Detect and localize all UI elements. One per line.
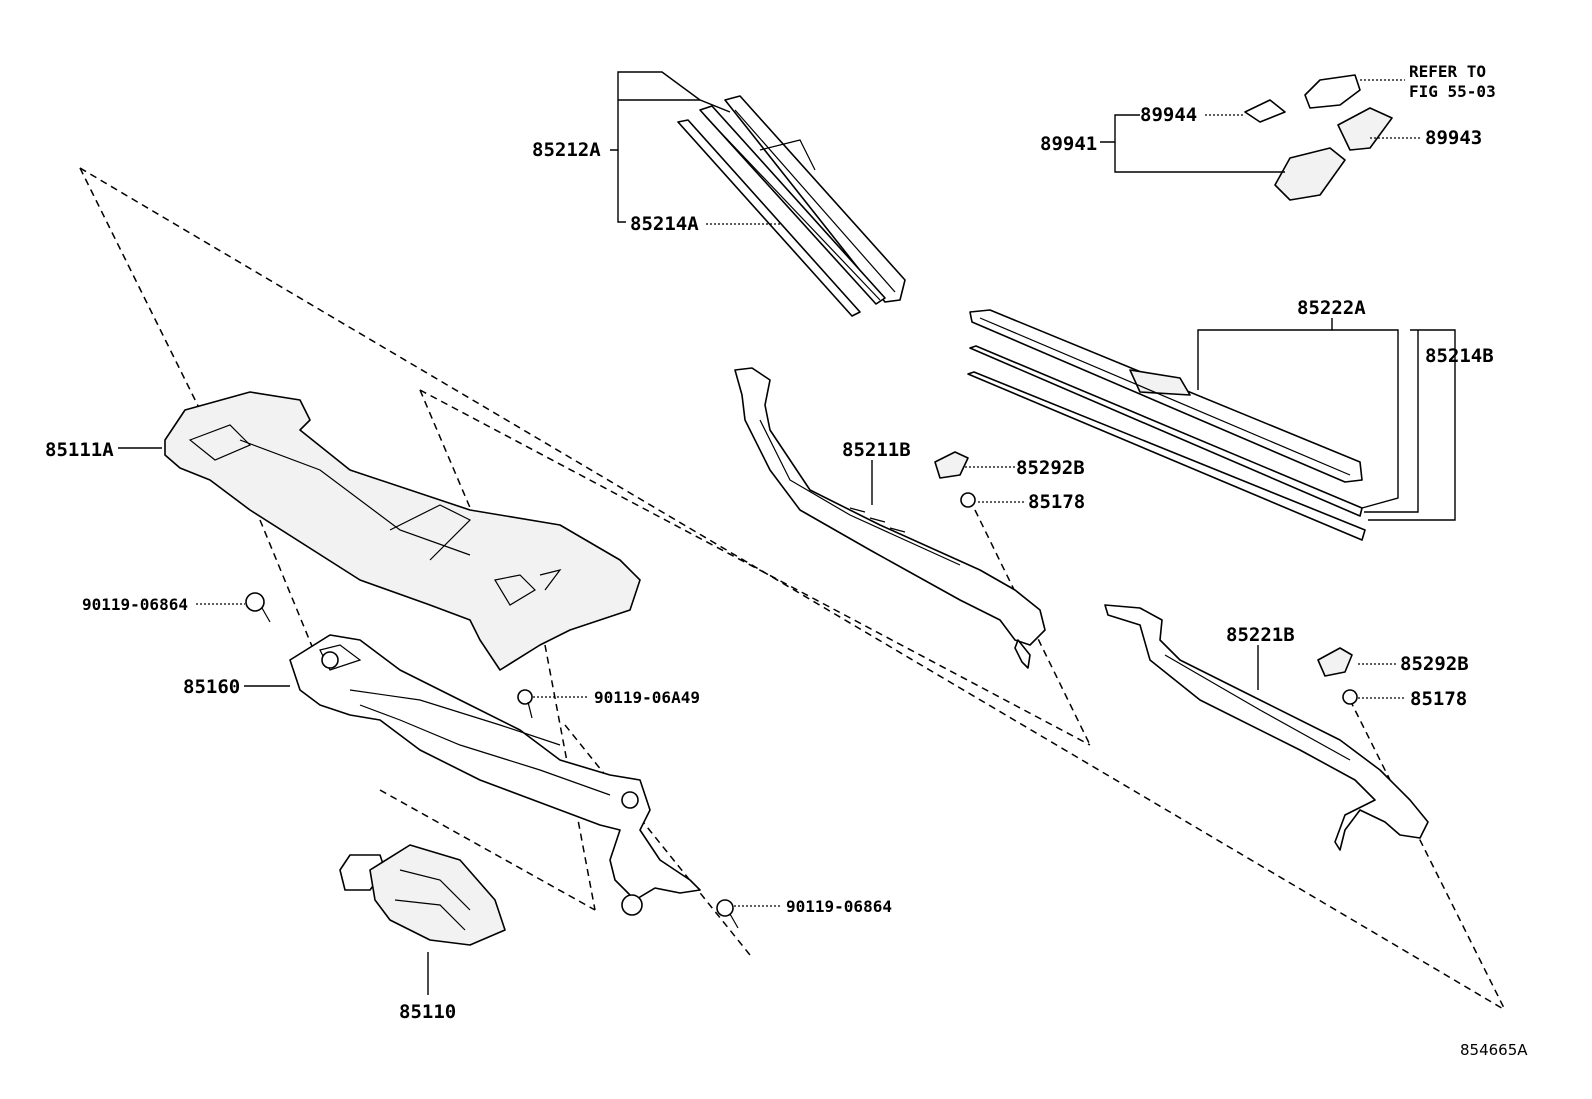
wiper-linkage-85160 xyxy=(289,634,701,916)
front-wiper-blade-85212A xyxy=(677,95,906,317)
bolt-90119-06864-2 xyxy=(716,899,734,917)
label-90119-06A49: 90119-06A49 xyxy=(594,688,700,707)
nut-85178-1 xyxy=(960,492,976,508)
small-parts xyxy=(245,74,1393,929)
alignment-lines xyxy=(79,167,1506,1011)
label-refer-to: REFER TO xyxy=(1409,62,1486,81)
cap-85292B-2 xyxy=(1317,647,1353,677)
label-85214B: 85214B xyxy=(1425,345,1494,367)
label-90119-06864-1: 90119-06864 xyxy=(82,595,188,614)
label-90119-06864-2: 90119-06864 xyxy=(786,897,892,916)
label-85110: 85110 xyxy=(399,1001,456,1023)
label-85292B-1: 85292B xyxy=(1016,457,1085,479)
passenger-wiper-arm-85221B xyxy=(1104,604,1429,851)
part-89943-shape xyxy=(1337,107,1393,151)
front-wiper-arm-85211B xyxy=(734,367,1046,669)
part-refer-shape xyxy=(1304,74,1361,109)
label-89943: 89943 xyxy=(1425,127,1482,149)
bolt-90119-06864-1 xyxy=(245,592,265,612)
label-85292B-2: 85292B xyxy=(1400,653,1469,675)
passenger-wiper-blade-85222A xyxy=(967,309,1366,541)
callout-labels: 85212A 85214A 89944 89941 89943 REFER TO… xyxy=(45,62,1528,1059)
label-85221B: 85221B xyxy=(1226,624,1295,646)
label-85178-1: 85178 xyxy=(1028,491,1085,513)
wiper-motor-85110 xyxy=(339,844,506,946)
label-85160: 85160 xyxy=(183,676,240,698)
nut-85178-2 xyxy=(1342,689,1358,705)
bolt-90119-06A49 xyxy=(517,689,533,705)
label-85178-2: 85178 xyxy=(1410,688,1467,710)
leader-lines xyxy=(118,71,1456,995)
cowl-panel-85111A xyxy=(164,391,641,671)
label-refer-fig: FIG 55-03 xyxy=(1409,82,1496,101)
label-85214A: 85214A xyxy=(630,213,699,235)
label-85211B: 85211B xyxy=(842,439,911,461)
label-85212A: 85212A xyxy=(532,139,601,161)
cap-85292B-1 xyxy=(934,451,969,479)
label-85111A: 85111A xyxy=(45,439,114,461)
part-89944-shape xyxy=(1244,99,1286,123)
figure-id: 854665A xyxy=(1460,1041,1528,1059)
part-89941-shape xyxy=(1274,147,1346,201)
label-89944: 89944 xyxy=(1140,104,1197,126)
label-85222A: 85222A xyxy=(1297,297,1366,319)
label-89941: 89941 xyxy=(1040,133,1097,155)
